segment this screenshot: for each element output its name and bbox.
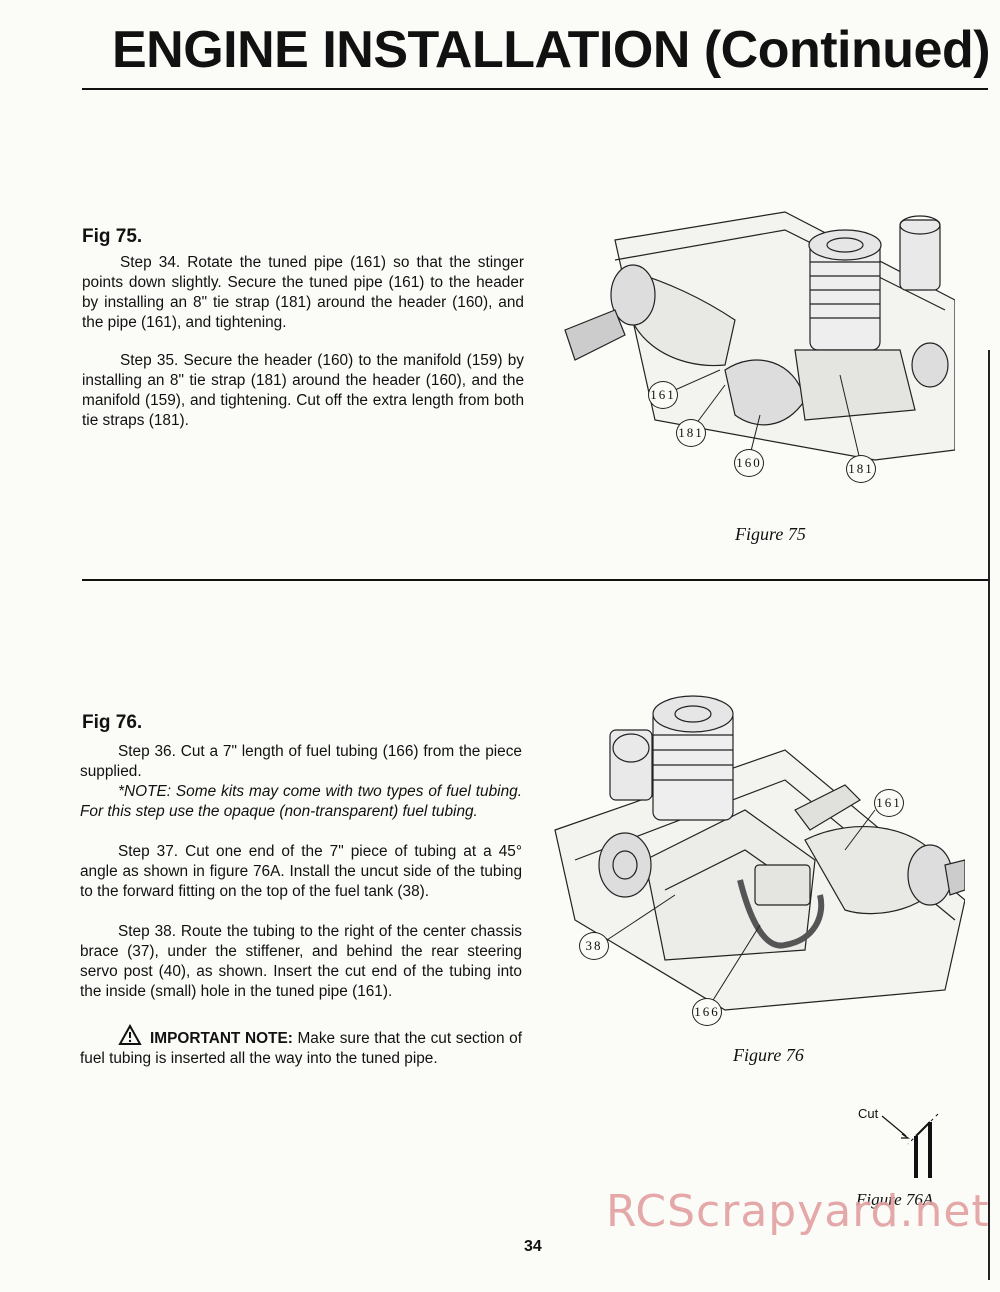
fig75-instructions: Step 34. Rotate the tuned pipe (161) so … (82, 253, 524, 431)
title-rule (82, 88, 988, 90)
callout-38-fig76: 38 (579, 932, 609, 960)
warning-triangle-icon (118, 1023, 142, 1045)
section-rule (82, 579, 988, 581)
callout-161-fig76: 161 (874, 789, 904, 817)
figure-75-caption: Figure 75 (735, 524, 806, 544)
figure-76a-caption: Figure 76A (856, 1190, 934, 1209)
callout-166-fig76: 166 (692, 998, 722, 1026)
fuel-tubing-note: *NOTE: Some kits may come with two types… (80, 783, 522, 820)
important-note-label: IMPORTANT NOTE: (150, 1030, 293, 1047)
step-34: Step 34. Rotate the tuned pipe (161) so … (82, 254, 524, 331)
callout-181-fig75-b: 181 (846, 455, 876, 483)
callout-161-fig75: 161 (648, 381, 678, 409)
fig76-heading: Fig 76. (82, 712, 143, 733)
figure-76-illustration (554, 695, 965, 1011)
page-title: ENGINE INSTALLATION (Continued) (112, 21, 991, 79)
figure-76-caption: Figure 76 (733, 1045, 804, 1065)
fig76-instructions: Step 36. Cut a 7" length of fuel tubing … (80, 742, 522, 1069)
figure-75-illustration (564, 211, 955, 461)
step-38: Step 38. Route the tubing to the right o… (80, 923, 522, 1000)
page-edge-line (988, 350, 990, 1280)
important-note-text: Make sure that the cut section of fuel t… (80, 1030, 522, 1067)
step-35: Step 35. Secure the header (160) to the … (82, 352, 524, 429)
important-note: IMPORTANT NOTE: Make sure that the cut s… (80, 1023, 522, 1069)
figure-76a-tubing-cut-diagram (881, 1113, 939, 1178)
fig75-heading: Fig 75. (82, 226, 143, 247)
site-watermark: RCScrapyard.net (606, 1186, 990, 1237)
callout-160-fig75: 160 (734, 449, 764, 477)
callout-181-fig75-a: 181 (676, 419, 706, 447)
step-37: Step 37. Cut one end of the 7" piece of … (80, 843, 522, 900)
cut-label: Cut (858, 1106, 879, 1121)
page-number: 34 (524, 1238, 542, 1255)
step-36: Step 36. Cut a 7" length of fuel tubing … (80, 743, 522, 780)
